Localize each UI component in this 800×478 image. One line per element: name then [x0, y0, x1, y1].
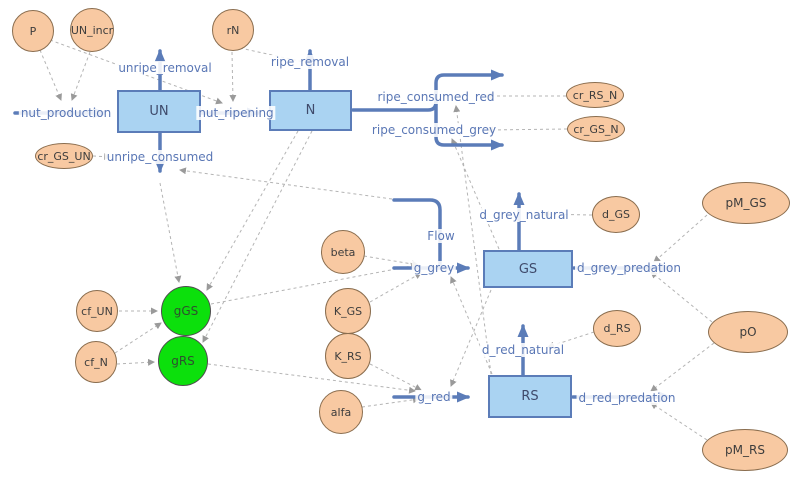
converter-rN[interactable]: rN [212, 9, 254, 51]
converter-d-RS[interactable]: d_RS [593, 310, 641, 347]
converter-alfa-label: alfa [330, 405, 352, 419]
function-gRS-label: gRS [171, 354, 195, 368]
stock-N-label: N [305, 103, 316, 118]
converter-K-GS-label: K_GS [333, 304, 363, 318]
converter-pM-RS[interactable]: pM_RS [702, 429, 788, 471]
converter-pM-GS[interactable]: pM_GS [702, 182, 790, 224]
stock-RS-label: RS [521, 389, 539, 404]
stock-UN[interactable]: UN [117, 90, 201, 133]
stock-GS-label: GS [518, 261, 538, 277]
converter-P[interactable]: P [12, 10, 54, 52]
flow-label-ripe-consumed-grey[interactable]: ripe_consumed_grey [369, 123, 499, 137]
converter-pO[interactable]: pO [708, 311, 788, 353]
converter-UN-incr-label: UN_incr [70, 23, 114, 37]
flow-pipe-flow[interactable] [392, 198, 442, 268]
flow-label-ripe-consumed-red[interactable]: ripe_consumed_red [375, 90, 497, 104]
flow-label-flow[interactable]: Flow [425, 229, 457, 243]
converter-beta[interactable]: beta [321, 230, 365, 274]
converter-alfa[interactable]: alfa [319, 390, 363, 434]
stock-GS[interactable]: GS [483, 250, 573, 288]
stock-RS[interactable]: RS [488, 375, 572, 418]
converter-cr-RS-N-label: cr_RS_N [572, 88, 618, 102]
influence-links [39, 39, 715, 441]
converter-rN-label: rN [226, 23, 240, 37]
converter-cr-GS-UN[interactable]: cr_GS_UN [35, 143, 93, 169]
flow-label-nut-production[interactable]: nut_production [18, 106, 114, 120]
converter-d-GS-label: d_GS [602, 208, 630, 221]
converter-pM-RS-label: pM_RS [725, 443, 765, 457]
converter-K-RS-label: K_RS [334, 349, 362, 363]
function-gRS[interactable]: gRS [158, 336, 208, 386]
converter-d-GS[interactable]: d_GS [592, 196, 640, 233]
converter-cr-GS-UN-label: cr_GS_UN [37, 149, 91, 163]
stock-N[interactable]: N [269, 90, 352, 131]
flow-label-ripe-removal[interactable]: ripe_removal [268, 55, 352, 69]
converter-pM-GS-label: pM_GS [725, 196, 767, 210]
converter-cf-UN[interactable]: cf_UN [76, 290, 118, 332]
flow-label-g-red[interactable]: g_red [415, 390, 453, 404]
flow-label-nut-ripening[interactable]: nut_ripening [196, 106, 276, 120]
converter-cr-RS-N[interactable]: cr_RS_N [566, 82, 624, 108]
stock-UN-label: UN [149, 104, 169, 119]
flow-label-d-red-predation[interactable]: d_red_predation [576, 391, 678, 405]
converter-beta-label: beta [330, 245, 356, 259]
converter-cf-N[interactable]: cf_N [75, 341, 117, 383]
flow-label-unripe-removal[interactable]: unripe_removal [116, 61, 214, 75]
converter-P-label: P [29, 24, 37, 38]
flow-label-unripe-consumed[interactable]: unripe_consumed [104, 150, 216, 164]
converter-UN-incr[interactable]: UN_incr [70, 8, 114, 52]
function-gGS-label: gGS [173, 304, 199, 318]
converter-cr-GS-N[interactable]: cr_GS_N [567, 116, 625, 142]
flow-label-d-grey-predation[interactable]: d_grey_predation [574, 261, 684, 275]
converter-d-RS-label: d_RS [603, 322, 631, 335]
converter-K-RS[interactable]: K_RS [325, 333, 371, 379]
converter-K-GS[interactable]: K_GS [325, 288, 371, 334]
converter-pO-label: pO [739, 325, 757, 339]
converter-cr-GS-N-label: cr_GS_N [573, 122, 619, 136]
flow-label-d-grey-natural[interactable]: d_grey_natural [477, 208, 571, 222]
function-gGS[interactable]: gGS [161, 286, 211, 336]
flow-label-g-grey[interactable]: g_grey [411, 261, 457, 275]
flow-label-d-red-natural[interactable]: d_red_natural [479, 343, 567, 357]
flow-pipe-ripe-consumed-grey[interactable] [434, 100, 504, 151]
converter-cf-N-label: cf_N [84, 355, 108, 369]
converter-cf-UN-label: cf_UN [81, 304, 113, 318]
